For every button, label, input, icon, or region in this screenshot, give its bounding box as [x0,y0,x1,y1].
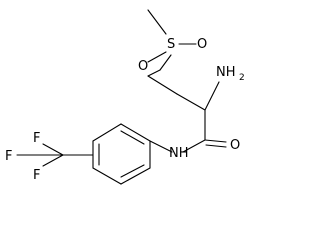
bond-c3-calpha [176,93,206,111]
atom-oxygen-sulfonyl-right: O [197,37,207,52]
bond-c-f-bottom [42,154,64,167]
bond-group-ring [62,123,173,185]
atom-amide-nh: NH [169,146,189,161]
atom-labels: S O O NH 2 O NH F F F [5,37,245,183]
atom-fluorine-left: F [5,149,12,164]
bond-s-o-down [147,51,167,63]
ring-inner-3 [120,164,145,178]
atom-amine-n: NH [216,65,236,80]
atom-fluorine-bottom: F [33,168,40,183]
bond-group-sulfonyl [147,9,197,71]
atom-sulfur: S [167,37,175,52]
ring-bond-2 [92,123,122,142]
ring-bond-1 [120,123,151,142]
atom-amine-subscript: 2 [239,73,245,83]
bond-c-o-2 [205,144,227,148]
bond-methyl-s [147,9,167,35]
bond-group-chain [147,69,227,153]
bond-group-cf3 [16,143,64,167]
bond-c1-c2 [147,69,161,77]
ring-inner-1 [120,130,145,145]
atom-carbonyl-oxygen: O [230,138,240,153]
bond-c2-c3 [147,75,178,95]
atom-oxygen-sulfonyl-down: O [138,59,148,74]
bond-nh-ring [149,140,173,153]
bond-s-ch2 [159,54,172,71]
bond-calpha-nh2 [204,81,220,111]
bond-c-o-1 [204,139,227,143]
ring-bond-5 [120,167,151,185]
ring-bond-4 [92,167,122,185]
bond-c-nh [182,139,206,153]
structure-diagram: S O O NH 2 O NH F F F [5,9,245,185]
bond-c-f-top [42,143,64,156]
atom-fluorine-top: F [33,131,40,146]
